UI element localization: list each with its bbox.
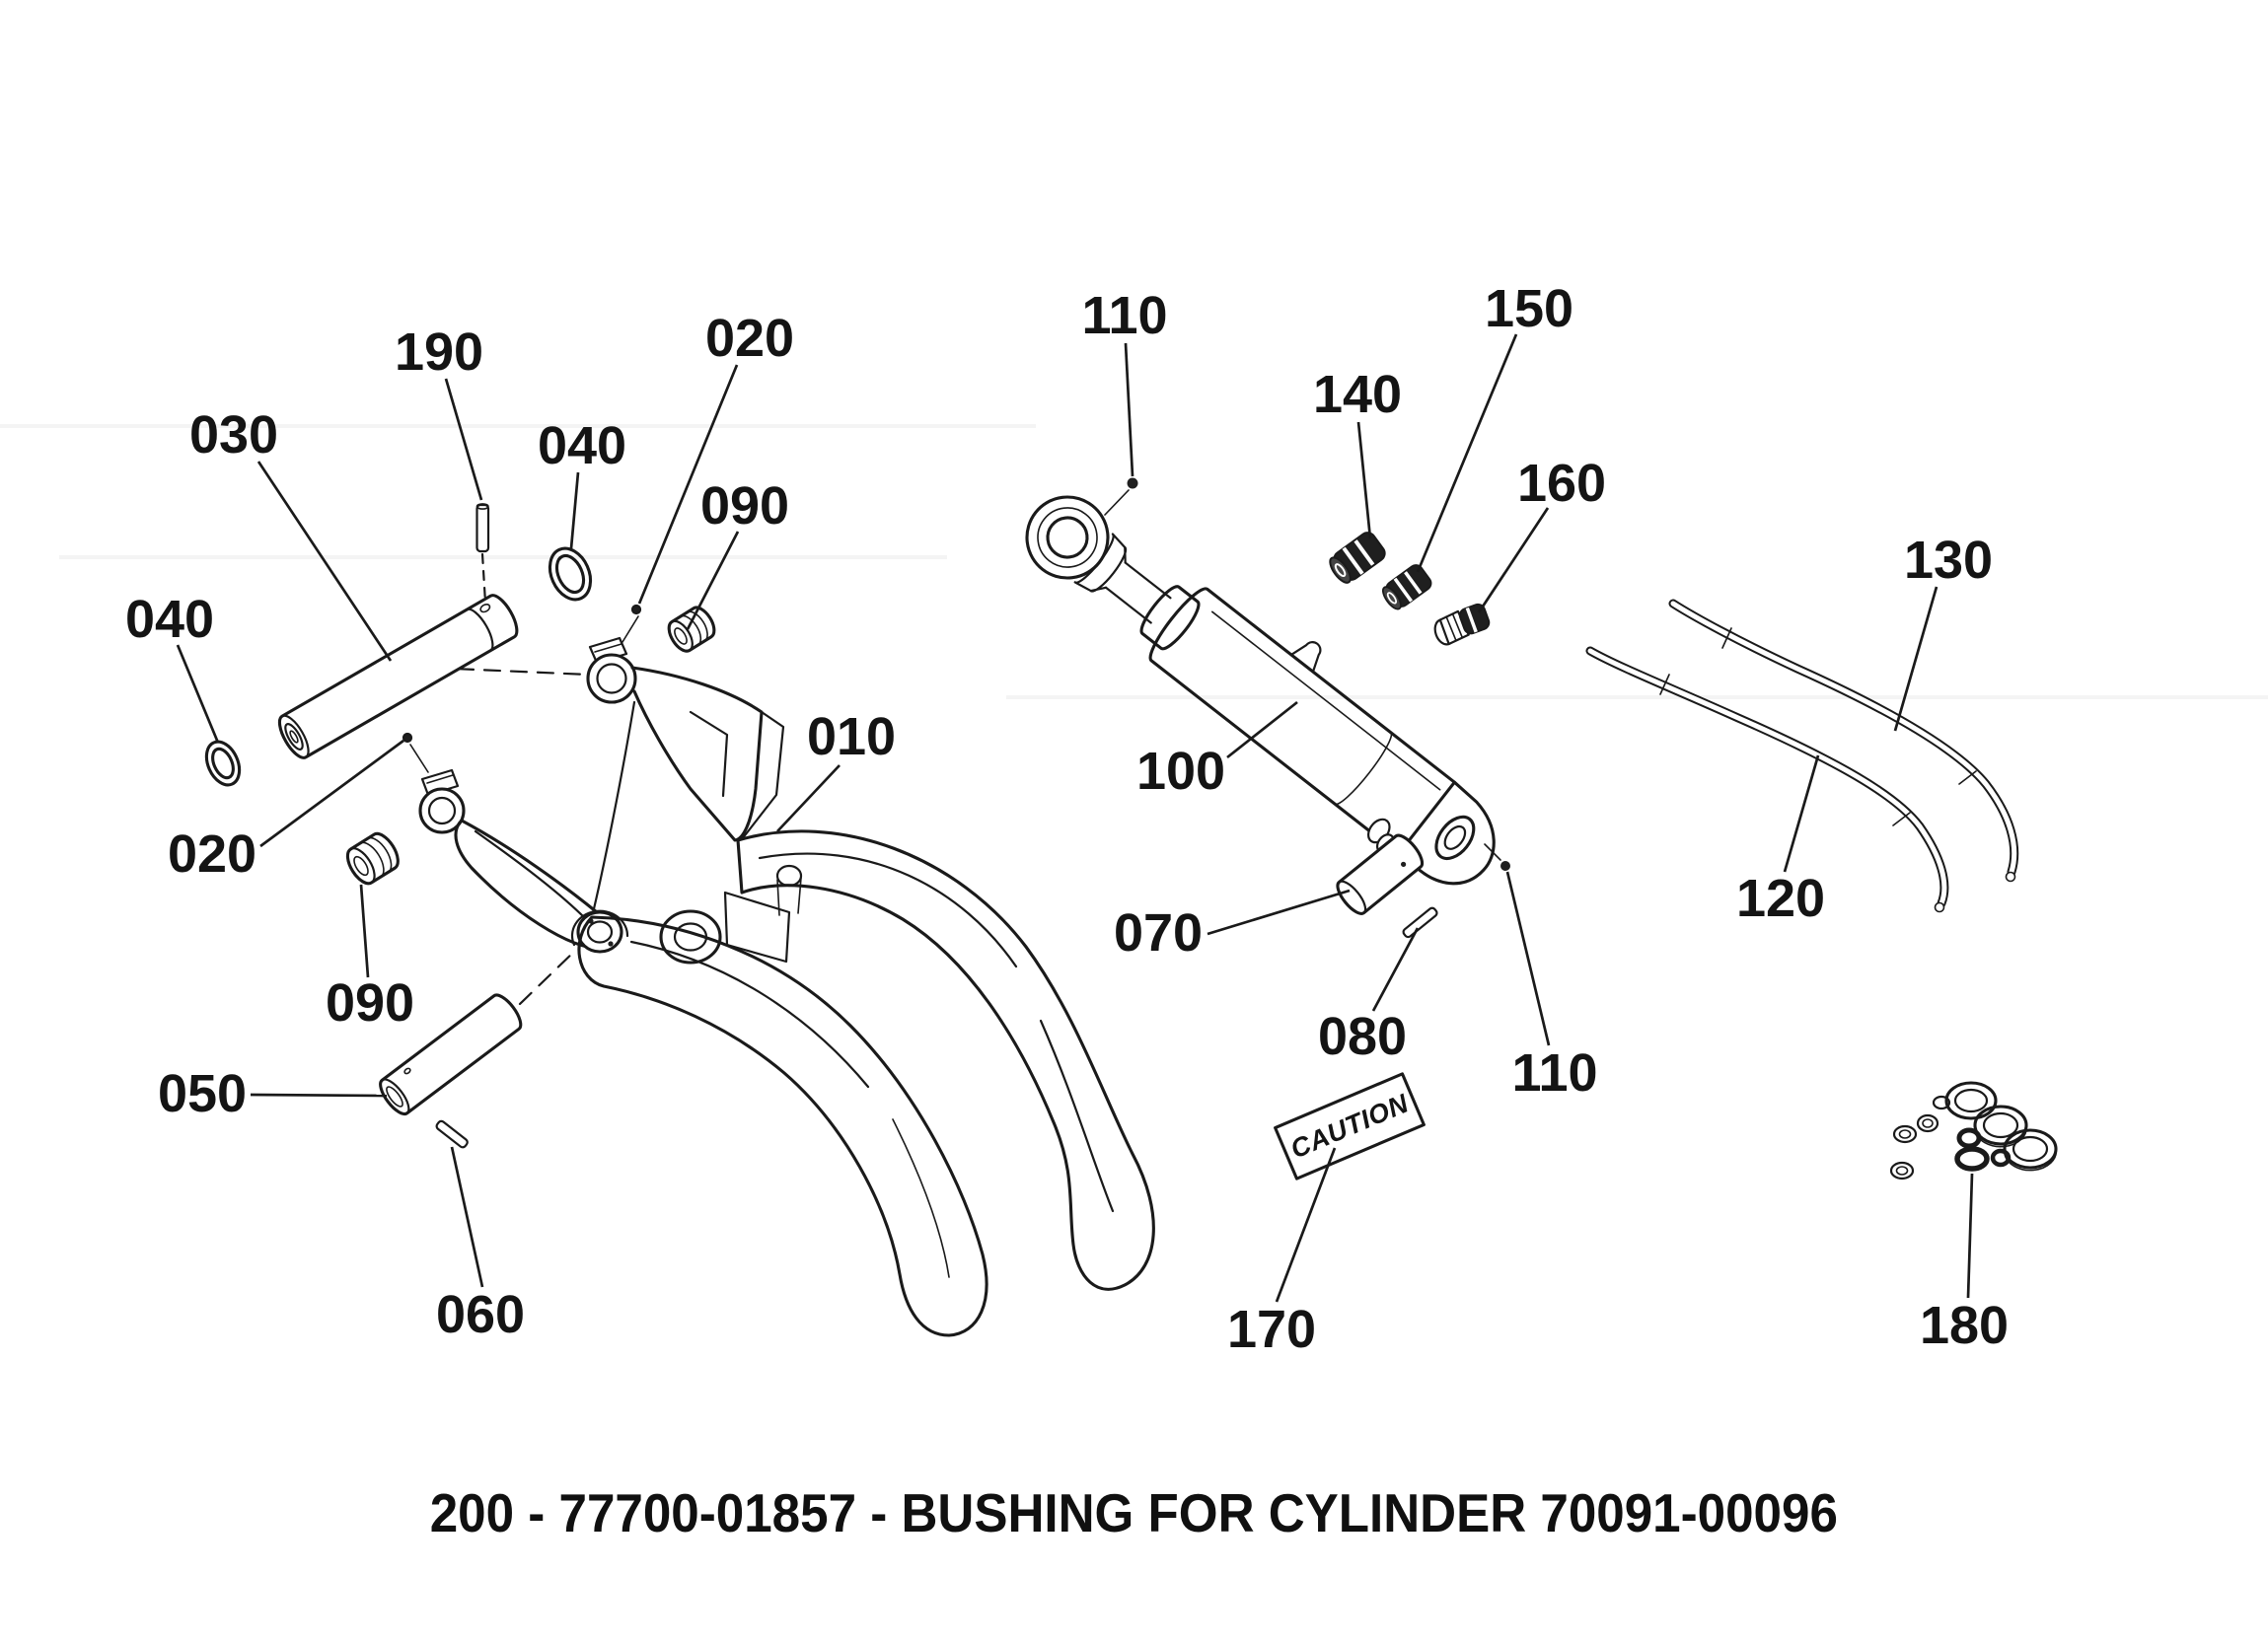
leader-line-090-top <box>686 531 740 630</box>
leader-line-010 <box>776 764 841 832</box>
leader-line-180 <box>1966 1173 1974 1299</box>
hose-120-drawing <box>1585 646 1949 913</box>
leader-line-110-top <box>1124 342 1134 477</box>
leader-line-190 <box>444 378 483 501</box>
pin-030-drawing <box>277 594 519 759</box>
part-labels: 010 020 020 030 040 040 050 060 070 080 090 090 100 1… <box>125 279 2009 1359</box>
leader-line-130 <box>1893 586 1939 732</box>
bushing-090-left-drawing <box>345 831 400 886</box>
elbow-fitting-160-drawing <box>1433 603 1491 646</box>
part-label-090-left: 090 <box>326 973 414 1033</box>
part-label-180: 180 <box>1920 1296 2009 1355</box>
leader-line-030 <box>256 461 393 662</box>
caution-sticker-drawing: CAUTION <box>1274 1072 1426 1181</box>
roll-pin-060-drawing <box>435 1119 469 1149</box>
arm-assembly-010-drawing <box>345 604 1155 1337</box>
o-ring-040-left-drawing <box>204 740 242 787</box>
leader-line-110-bottom <box>1505 871 1551 1046</box>
leader-line-150 <box>1416 333 1518 573</box>
grease-fitting-110-bottom-drawing <box>1484 843 1510 871</box>
part-label-160: 160 <box>1517 454 1606 513</box>
leader-line-060 <box>450 1146 484 1288</box>
part-label-040-top: 040 <box>538 416 626 475</box>
grease-fitting-110-top-drawing <box>1104 477 1138 516</box>
part-label-040-left: 040 <box>125 590 214 649</box>
leader-lines <box>176 333 1974 1303</box>
leader-line-040-left <box>176 644 220 744</box>
part-label-110-top: 110 <box>1081 286 1167 345</box>
leader-line-020-top <box>637 364 739 605</box>
leader-line-140 <box>1356 421 1372 539</box>
part-label-190: 190 <box>395 322 483 382</box>
part-label-060: 060 <box>436 1285 525 1344</box>
leader-line-160 <box>1477 507 1550 613</box>
leader-line-120 <box>1783 754 1820 873</box>
bushing-090-top-drawing <box>667 606 716 653</box>
leader-line-170 <box>1275 1147 1337 1303</box>
scan-streak <box>59 555 947 559</box>
part-label-120: 120 <box>1736 869 1825 928</box>
part-label-050: 050 <box>158 1064 247 1123</box>
part-label-030: 030 <box>189 405 278 465</box>
leader-line-080 <box>1371 927 1420 1012</box>
plug-150-drawing <box>1381 564 1432 610</box>
part-label-010: 010 <box>807 707 896 766</box>
roll-pin-190-drawing <box>476 503 490 553</box>
link-boss-drawing <box>659 864 803 965</box>
part-label-140: 140 <box>1313 365 1402 424</box>
part-label-090-top: 090 <box>700 476 789 536</box>
part-label-070: 070 <box>1114 903 1203 963</box>
part-label-170: 170 <box>1227 1300 1316 1359</box>
leader-line-070 <box>1207 889 1351 936</box>
part-label-080: 080 <box>1318 1007 1407 1066</box>
leader-line-050 <box>250 1093 388 1098</box>
set-screw-020-top-drawing <box>630 604 642 615</box>
diagram-caption: 200 - 77700-01857 - BUSHING FOR CYLINDER… <box>0 1481 2268 1544</box>
scan-streak <box>1006 695 2268 699</box>
leader-line-040-top <box>569 471 580 549</box>
leader-line-020-left <box>259 739 404 848</box>
part-label-130: 130 <box>1904 531 1993 590</box>
cylinder-100-drawing <box>1025 495 1496 886</box>
part-label-150: 150 <box>1485 279 1573 338</box>
plug-140-drawing <box>1329 532 1386 584</box>
part-label-020-top: 020 <box>705 309 794 368</box>
set-screw-020-left-drawing <box>402 732 413 744</box>
pin-050-drawing <box>379 993 523 1116</box>
part-label-100: 100 <box>1136 742 1225 801</box>
roll-pin-080-drawing <box>1402 906 1438 939</box>
scan-streak <box>0 424 1036 428</box>
hose-130-drawing <box>1668 599 2019 883</box>
o-ring-040-top-drawing <box>548 546 593 602</box>
leader-line-100 <box>1226 700 1298 759</box>
seal-kit-180-drawing <box>1889 1081 2058 1181</box>
part-label-110-bottom: 110 <box>1511 1043 1597 1103</box>
part-label-020-left: 020 <box>168 824 256 884</box>
leader-line-090-left <box>359 884 370 978</box>
diagram-caption-text: 200 - 77700-01857 - BUSHING FOR CYLINDER… <box>429 1482 1839 1543</box>
